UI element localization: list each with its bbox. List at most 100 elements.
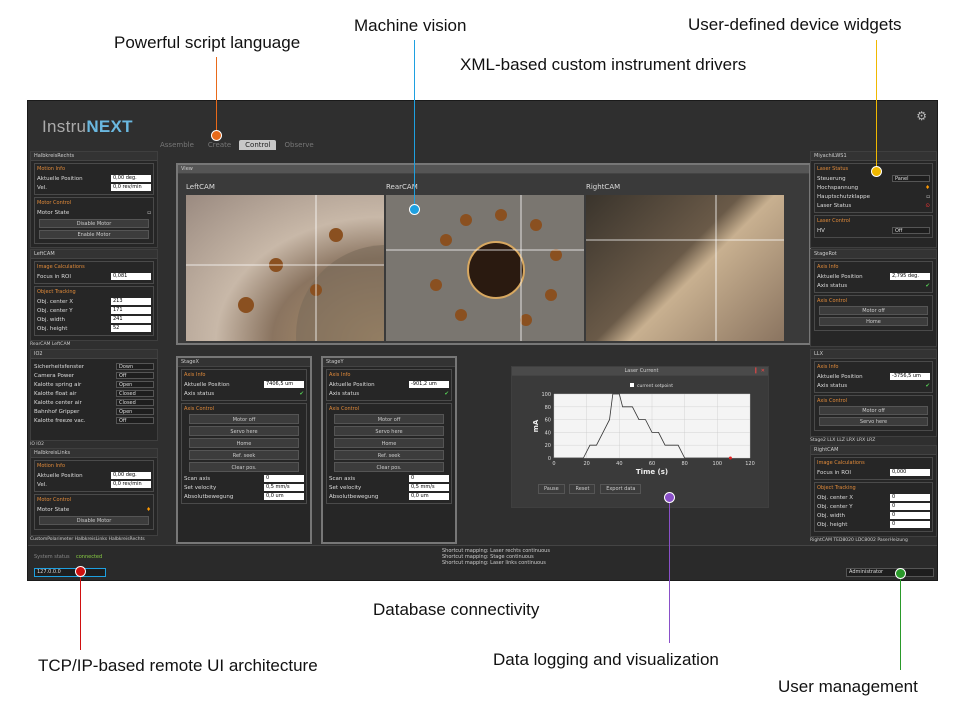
- right-tabbar-stages[interactable]: Stage2 LLX LLZ LRX LRX LRZ: [810, 438, 876, 443]
- section-header: Axis Info: [817, 364, 839, 370]
- hv-select[interactable]: Off: [892, 227, 930, 234]
- motor-off-button[interactable]: Motor off: [188, 414, 300, 424]
- y-tick-label: 20: [545, 443, 551, 449]
- velocity-value: 0,0 rev/min: [111, 481, 151, 488]
- tab-create[interactable]: Create: [207, 141, 232, 149]
- callout-database: Database connectivity: [373, 600, 540, 619]
- left-tabbar-cams[interactable]: RearCAM LeftCAM: [30, 342, 71, 347]
- io-label: Kalotte center air: [34, 399, 82, 406]
- servo-here-button[interactable]: Servo here: [333, 426, 445, 436]
- user-select[interactable]: Administrator: [846, 568, 934, 577]
- right-tabbar-devices[interactable]: RightCAM TED8020 LDC8002 PaserHeizung: [810, 538, 908, 543]
- field-label: Obj. center Y: [817, 503, 853, 510]
- field-label: Obj. height: [817, 521, 848, 528]
- disable-motor-button[interactable]: Disable Motor: [39, 516, 149, 525]
- check-icon: ✔: [299, 390, 304, 397]
- width-value: 241: [111, 316, 151, 323]
- home-button[interactable]: Home: [819, 317, 928, 326]
- ref-seek-button[interactable]: Ref. seek: [333, 450, 445, 460]
- enable-motor-button[interactable]: Enable Motor: [39, 230, 149, 239]
- section-header: Image Calculations: [817, 460, 865, 466]
- leader-line-widgets: [876, 40, 877, 170]
- io-select[interactable]: Off: [116, 372, 154, 379]
- io-select[interactable]: Closed: [116, 399, 154, 406]
- tab-observe[interactable]: Observe: [284, 141, 314, 149]
- io-label: Bahnhof Gripper: [34, 408, 80, 415]
- panel-title: View: [178, 165, 809, 174]
- field-label: Focus in ROI: [37, 273, 71, 280]
- motor-off-button[interactable]: Motor off: [333, 414, 445, 424]
- motor-state-icon: ▫: [147, 209, 151, 216]
- position-value: 0,00 deg.: [111, 472, 151, 479]
- steuerung-select[interactable]: Panel: [892, 175, 930, 182]
- abs-move-input[interactable]: 0,0 um: [409, 493, 449, 500]
- io-select[interactable]: Off: [116, 417, 154, 424]
- leader-line-users: [900, 578, 901, 670]
- export-data-button[interactable]: Export data: [600, 484, 642, 494]
- marker-widgets: [871, 166, 882, 177]
- io-label: Kalotte spring air: [34, 381, 82, 388]
- field-label: Aktuelle Position: [329, 381, 375, 388]
- field-label: Motor State: [37, 506, 70, 513]
- section-header: Axis Control: [184, 406, 215, 412]
- clear-pos-button[interactable]: Clear pos.: [333, 462, 445, 472]
- y-axis-label: mA: [532, 419, 540, 432]
- field-label: Axis status: [184, 390, 215, 397]
- plot-window-controls[interactable]: ▎ ✕: [755, 368, 765, 374]
- field-label: Scan axis: [184, 475, 211, 482]
- check-icon: ✔: [444, 390, 449, 397]
- home-button[interactable]: Home: [188, 438, 300, 448]
- series-line: [554, 393, 731, 459]
- camera-right-overlay: [586, 195, 784, 341]
- velocity-input[interactable]: 0,5 mm/s: [264, 484, 304, 491]
- servo-here-button[interactable]: Servo here: [819, 417, 928, 426]
- settings-icon[interactable]: ⚙: [916, 109, 927, 123]
- left-tabbar-io[interactable]: IO IO2: [30, 442, 45, 447]
- io-select[interactable]: Closed: [116, 390, 154, 397]
- left-tabbar-bottom[interactable]: CustomPolarimeter HalbkreisLinks Halbkre…: [30, 537, 145, 542]
- app-logo: InstruNEXT: [42, 117, 133, 136]
- pause-button[interactable]: Pause: [538, 484, 565, 494]
- camera-left[interactable]: [186, 195, 384, 341]
- y-tick-label: 100: [541, 392, 551, 398]
- height-value: 52: [111, 325, 151, 332]
- section-header: Object Tracking: [817, 485, 856, 491]
- server-address-select[interactable]: 127.0.0.0: [34, 568, 106, 577]
- clear-pos-button[interactable]: Clear pos.: [188, 462, 300, 472]
- legend-checkbox[interactable]: [630, 383, 634, 387]
- position-value: -3756,5 um: [890, 373, 930, 380]
- panel-title: IO2: [31, 350, 157, 359]
- marker-vision: [409, 204, 420, 215]
- panel-title: StageX: [178, 358, 310, 367]
- ref-seek-button[interactable]: Ref. seek: [188, 450, 300, 460]
- section-header: Motor Control: [37, 200, 72, 206]
- motor-off-button[interactable]: Motor off: [819, 306, 928, 315]
- abs-move-input[interactable]: 0,0 um: [264, 493, 304, 500]
- reset-button[interactable]: Reset: [569, 484, 596, 494]
- cam-label-left: LeftCAM: [186, 183, 215, 191]
- motor-off-button[interactable]: Motor off: [819, 406, 928, 415]
- section-header: Axis Info: [184, 372, 206, 378]
- tab-assemble[interactable]: Assemble: [160, 141, 194, 149]
- velocity-input[interactable]: 0,5 mm/s: [409, 484, 449, 491]
- disable-motor-button[interactable]: Disable Motor: [39, 219, 149, 228]
- log-line: Shortcut mapping: Laser links continuous: [442, 560, 546, 566]
- panel-rightcam: RightCAM Image Calculations Focus in ROI…: [810, 445, 937, 537]
- io-select[interactable]: Open: [116, 381, 154, 388]
- scan-axis-input[interactable]: 0: [264, 475, 304, 482]
- io-select[interactable]: Down: [116, 363, 154, 370]
- io-select[interactable]: Open: [116, 408, 154, 415]
- callout-xml-drivers: XML-based custom instrument drivers: [460, 55, 747, 74]
- tab-control[interactable]: Control: [239, 140, 277, 150]
- main-tabs: Assemble Create Control Observe: [154, 140, 320, 150]
- servo-here-button[interactable]: Servo here: [188, 426, 300, 436]
- scan-axis-input[interactable]: 0: [409, 475, 449, 482]
- home-button[interactable]: Home: [333, 438, 445, 448]
- camera-right[interactable]: [586, 195, 784, 341]
- panel-halbkreis-rechts: HalbkreisRechts Motion Info Aktuelle Pos…: [30, 151, 158, 248]
- log-line: Shortcut mapping: Stage continuous: [442, 554, 534, 560]
- camera-rear[interactable]: [386, 195, 584, 341]
